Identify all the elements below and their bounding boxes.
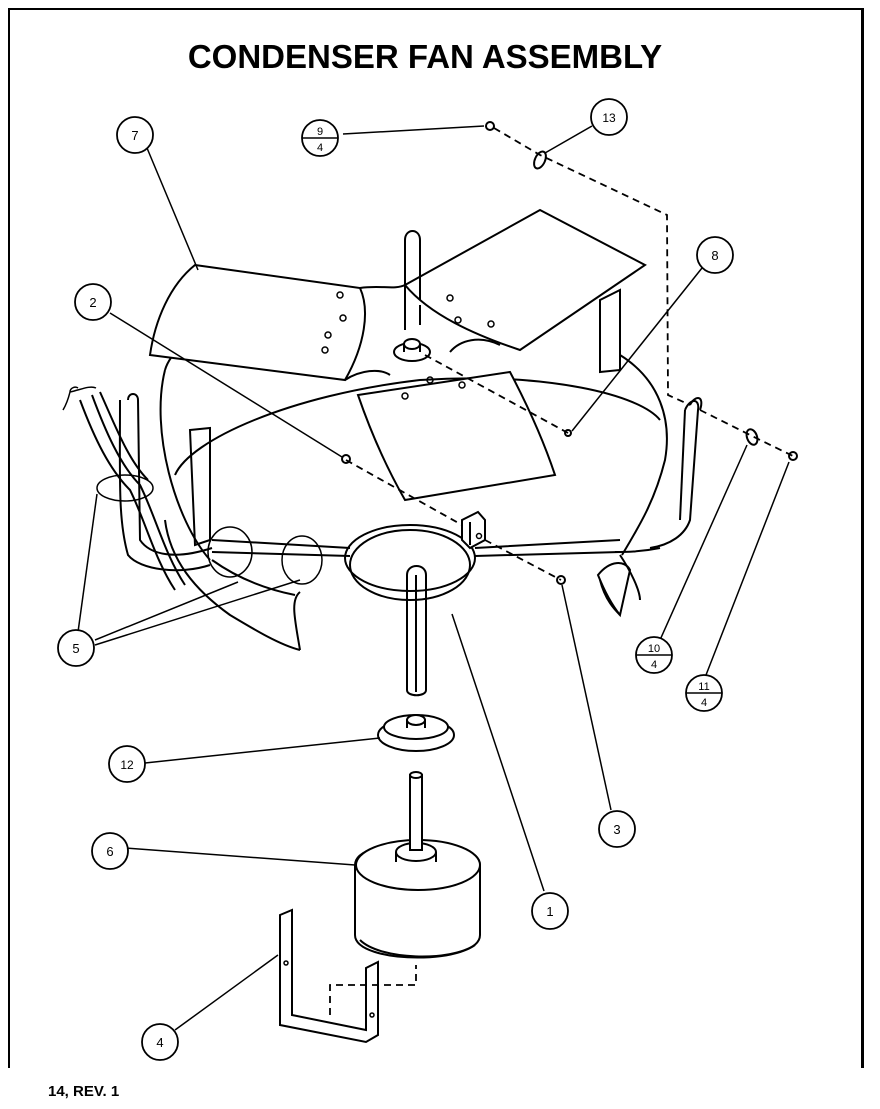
fan-blades	[148, 208, 647, 502]
ref-callout-10-4: 10 4	[635, 636, 673, 674]
motor-mount-ring	[211, 510, 621, 697]
leader-lines	[77, 125, 790, 1031]
svg-text:9: 9	[317, 126, 323, 138]
svg-text:7: 7	[131, 128, 138, 143]
motor-bracket	[279, 908, 417, 1044]
fan-hub-part	[377, 714, 455, 752]
hardware	[341, 121, 798, 585]
callout-7: 7	[116, 116, 154, 154]
diagram-title: CONDENSER FAN ASSEMBLY	[187, 38, 663, 75]
callout-12: 12	[108, 745, 146, 783]
svg-text:6: 6	[106, 844, 113, 859]
top-guard-rod	[404, 230, 421, 330]
callout-3: 3	[598, 810, 636, 848]
frame-top-border	[8, 8, 864, 10]
callout-4: 4	[141, 1023, 179, 1061]
svg-text:13: 13	[602, 111, 616, 125]
frame-left-border	[8, 8, 10, 1068]
svg-text:4: 4	[156, 1035, 163, 1050]
fan-motor	[354, 771, 481, 959]
svg-text:1: 1	[546, 904, 553, 919]
callout-1: 1	[531, 892, 569, 930]
ref-callout-11-4: 11 4	[685, 674, 723, 712]
callout-13: 13	[590, 98, 628, 136]
svg-text:4: 4	[317, 142, 323, 154]
svg-text:5: 5	[72, 641, 79, 656]
svg-text:4: 4	[701, 697, 707, 709]
callout-6: 6	[91, 832, 129, 870]
frame-right-border	[861, 8, 864, 1068]
assembly-lines	[345, 127, 794, 581]
svg-text:8: 8	[711, 248, 718, 263]
svg-text:4: 4	[651, 659, 657, 671]
guard-wires	[62, 386, 700, 618]
callout-2: 2	[74, 283, 112, 321]
svg-text:11: 11	[698, 681, 709, 693]
revision-label: 14, REV. 1	[48, 1083, 120, 1100]
svg-text:12: 12	[120, 758, 134, 772]
callout-5: 5	[57, 629, 95, 667]
svg-text:3: 3	[613, 822, 620, 837]
svg-text:10: 10	[648, 643, 660, 655]
svg-text:2: 2	[89, 295, 96, 310]
callout-8: 8	[696, 236, 734, 274]
ref-callout-9-4: 9 4	[301, 119, 339, 157]
